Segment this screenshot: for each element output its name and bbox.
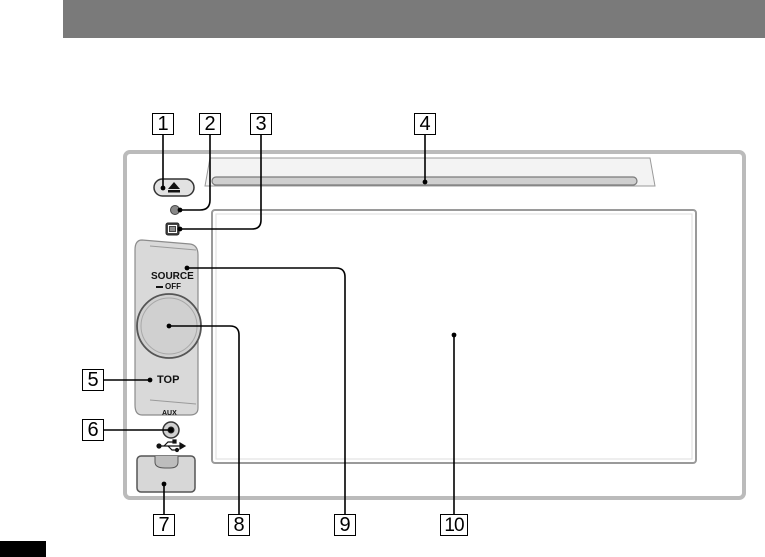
off-label: OFF — [165, 282, 181, 291]
source-label: SOURCE — [151, 271, 194, 282]
callout-6: 6 — [82, 419, 104, 441]
callout-9: 9 — [334, 514, 356, 536]
page-edge-tab — [0, 541, 46, 557]
callout-1: 1 — [152, 113, 174, 135]
display-toggle-button — [166, 223, 179, 235]
callout-3: 3 — [250, 113, 272, 135]
callout-4: 4 — [414, 113, 436, 135]
aux-label: AUX — [162, 410, 177, 417]
callout-8: 8 — [228, 514, 250, 536]
callout-7: 7 — [153, 514, 175, 536]
callout-10: 10 — [440, 514, 468, 536]
top-label: TOP — [157, 374, 179, 386]
callout-5: 5 — [82, 369, 104, 391]
callout-2: 2 — [199, 113, 221, 135]
